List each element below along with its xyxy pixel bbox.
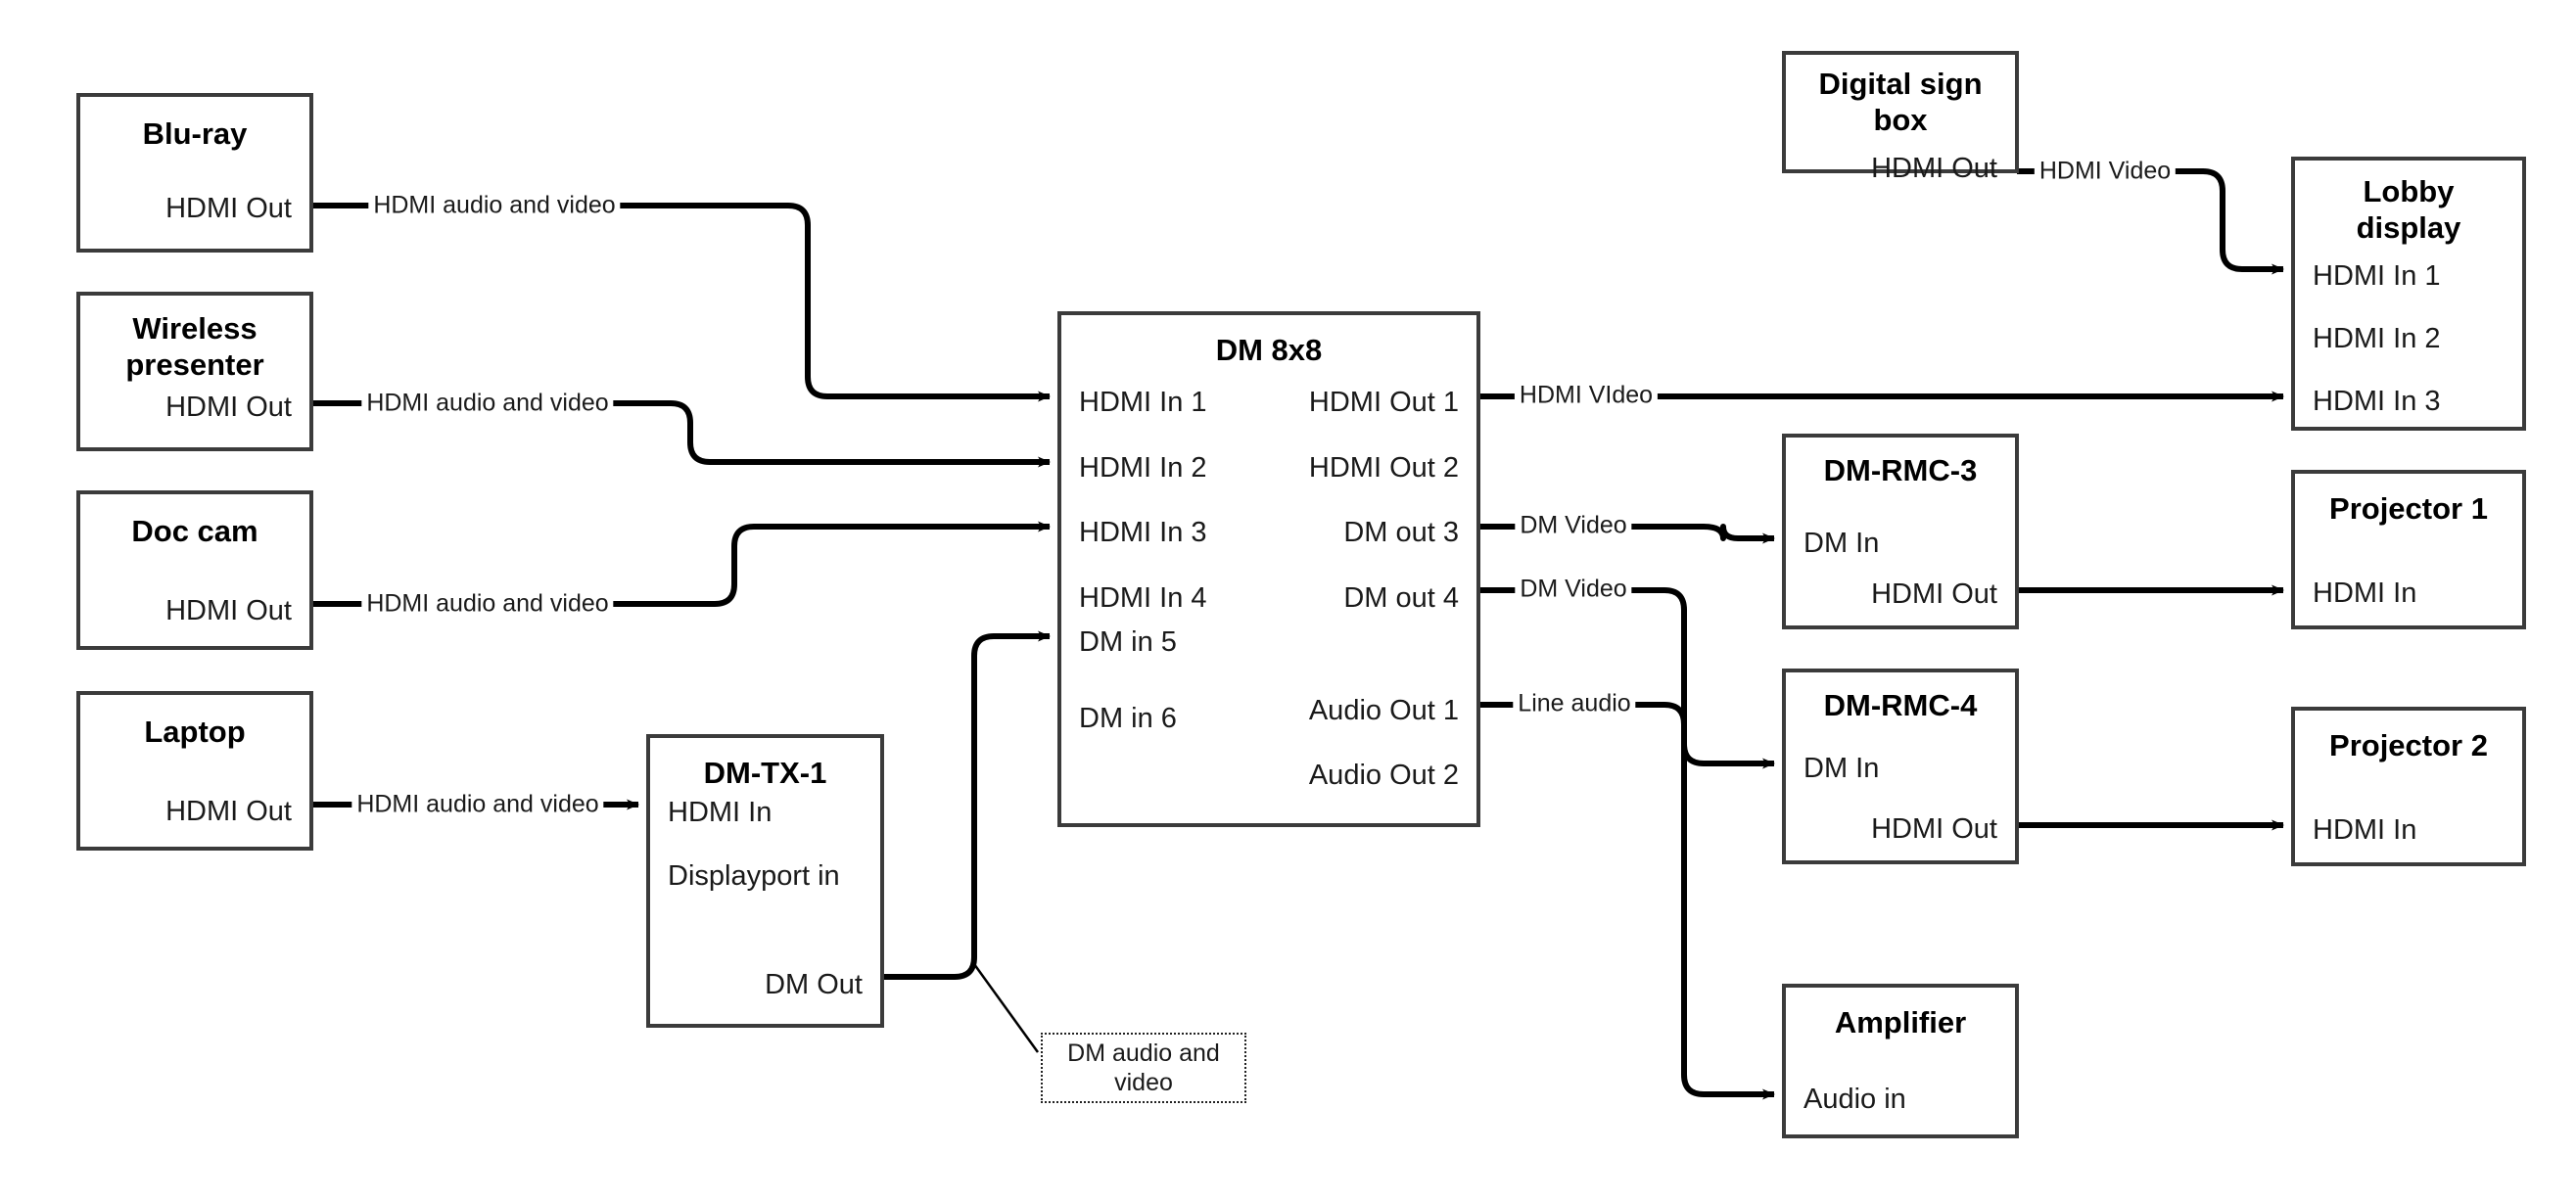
wire-label-line-audio: Line audio <box>1513 689 1636 718</box>
node-amplifier[interactable]: Amplifier Audio in <box>1782 984 2019 1138</box>
port-dm-8x8-dm-in-5[interactable]: DM in 5 <box>1079 626 1177 658</box>
port-dm-rmc-3-dm-in[interactable]: DM In <box>1803 528 1880 559</box>
port-dm-8x8-audio-out-1[interactable]: Audio Out 1 <box>1308 695 1459 726</box>
wire-bluray-to-hdmi-in1 <box>313 203 1051 402</box>
port-dm-8x8-dm-out-3[interactable]: DM out 3 <box>1343 517 1459 548</box>
node-title-projector-2: Projector 2 <box>2329 728 2488 762</box>
node-dm-8x8[interactable]: DM 8x8 HDMI In 1 HDMI In 2 HDMI In 3 HDM… <box>1057 311 1480 827</box>
wire-dmtx-dmout-to-dm-in5 <box>884 630 1051 980</box>
node-title-dm-rmc-4: DM-RMC-4 <box>1823 688 1978 722</box>
node-projector-1[interactable]: Projector 1 HDMI In <box>2291 470 2526 629</box>
port-wireless-presenter-hdmi-out[interactable]: HDMI Out <box>165 392 292 423</box>
port-digital-sign-box-hdmi-out[interactable]: HDMI Out <box>1871 153 1997 184</box>
node-title-wireless-presenter: Wireless presenter <box>125 311 264 382</box>
node-title-amplifier: Amplifier <box>1834 1005 1967 1039</box>
node-blu-ray[interactable]: Blu-ray HDMI Out <box>76 93 313 253</box>
port-dm-tx-1-dm-out[interactable]: DM Out <box>765 969 863 1000</box>
node-title-dm-rmc-3: DM-RMC-3 <box>1823 453 1978 487</box>
port-dm-tx-1-displayport-in[interactable]: Displayport in <box>668 860 840 892</box>
annotation-dm-audio-and-video: DM audio and video <box>1041 1033 1246 1103</box>
port-dm-rmc-4-dm-in[interactable]: DM In <box>1803 753 1880 784</box>
port-dm-rmc-4-hdmi-out[interactable]: HDMI Out <box>1871 813 1997 845</box>
port-dm-8x8-hdmi-in-1[interactable]: HDMI In 1 <box>1079 387 1207 418</box>
port-projector-1-hdmi-in[interactable]: HDMI In <box>2313 577 2417 609</box>
node-title-projector-1: Projector 1 <box>2329 491 2488 526</box>
wire-audio-out1-to-amplifier <box>1480 702 1775 1100</box>
wire-label-sign-hdmi-video: HDMI Video <box>2034 157 2177 186</box>
port-amplifier-audio-in[interactable]: Audio in <box>1803 1084 1906 1115</box>
node-title-dm-tx-1: DM-TX-1 <box>703 756 827 790</box>
port-lobby-display-hdmi-in-3[interactable]: HDMI In 3 <box>2313 386 2441 417</box>
port-blu-ray-hdmi-out[interactable]: HDMI Out <box>165 193 292 224</box>
wire-label-hdmi-video-out1: HDMI VIdeo <box>1514 381 1659 410</box>
node-dm-tx-1[interactable]: DM-TX-1 HDMI In Displayport in DM Out <box>646 734 884 1028</box>
port-lobby-display-hdmi-in-1[interactable]: HDMI In 1 <box>2313 260 2441 292</box>
node-title-dm-8x8: DM 8x8 <box>1215 333 1323 367</box>
port-dm-8x8-dm-in-6[interactable]: DM in 6 <box>1079 703 1177 734</box>
node-lobby-display[interactable]: Lobby display HDMI In 1 HDMI In 2 HDMI I… <box>2291 157 2526 431</box>
wire-label-bluray: HDMI audio and video <box>368 191 621 220</box>
node-dm-rmc-3[interactable]: DM-RMC-3 DM In HDMI Out <box>1782 434 2019 629</box>
node-projector-2[interactable]: Projector 2 HDMI In <box>2291 707 2526 866</box>
port-dm-8x8-hdmi-in-4[interactable]: HDMI In 4 <box>1079 582 1207 614</box>
wire-sign-to-lobby-hdmi-in1 <box>2017 168 2284 275</box>
node-title-lobby-display: Lobby display <box>2356 174 2461 245</box>
port-dm-8x8-hdmi-in-3[interactable]: HDMI In 3 <box>1079 517 1207 548</box>
node-title-digital-sign-box: Digital sign box <box>1818 67 1983 137</box>
port-dm-8x8-hdmi-out-2[interactable]: HDMI Out 2 <box>1308 452 1459 484</box>
node-digital-sign-box[interactable]: Digital sign box HDMI Out <box>1782 51 2019 183</box>
wire-label-wireless-presenter: HDMI audio and video <box>361 389 614 418</box>
node-doc-cam[interactable]: Doc cam HDMI Out <box>76 490 313 650</box>
wire-label-dm-video-3: DM Video <box>1515 511 1632 540</box>
node-title-laptop: Laptop <box>144 715 246 749</box>
wire-label-laptop: HDMI audio and video <box>351 790 604 819</box>
port-dm-8x8-hdmi-out-1[interactable]: HDMI Out 1 <box>1308 387 1459 418</box>
port-projector-2-hdmi-in[interactable]: HDMI In <box>2313 814 2417 846</box>
leader-line-dm-audio-video-note <box>972 963 1040 1053</box>
port-dm-tx-1-hdmi-in[interactable]: HDMI In <box>668 797 773 828</box>
port-dm-8x8-dm-out-4[interactable]: DM out 4 <box>1343 582 1459 614</box>
port-dm-rmc-3-hdmi-out[interactable]: HDMI Out <box>1871 578 1997 610</box>
port-doc-cam-hdmi-out[interactable]: HDMI Out <box>165 595 292 626</box>
wire-dm-out4-to-rmc4 <box>1480 587 1775 769</box>
port-lobby-display-hdmi-in-2[interactable]: HDMI In 2 <box>2313 323 2441 354</box>
node-title-blu-ray: Blu-ray <box>142 116 248 151</box>
node-wireless-presenter[interactable]: Wireless presenter HDMI Out <box>76 292 313 451</box>
port-dm-8x8-audio-out-2[interactable]: Audio Out 2 <box>1308 760 1459 791</box>
wire-label-doccam: HDMI audio and video <box>361 589 614 619</box>
node-laptop[interactable]: Laptop HDMI Out <box>76 691 313 851</box>
node-title-doc-cam: Doc cam <box>131 514 258 548</box>
port-dm-8x8-hdmi-in-2[interactable]: HDMI In 2 <box>1079 452 1207 484</box>
node-dm-rmc-4[interactable]: DM-RMC-4 DM In HDMI Out <box>1782 669 2019 864</box>
wire-label-dm-video-4: DM Video <box>1515 575 1632 604</box>
port-laptop-hdmi-out[interactable]: HDMI Out <box>165 796 292 827</box>
